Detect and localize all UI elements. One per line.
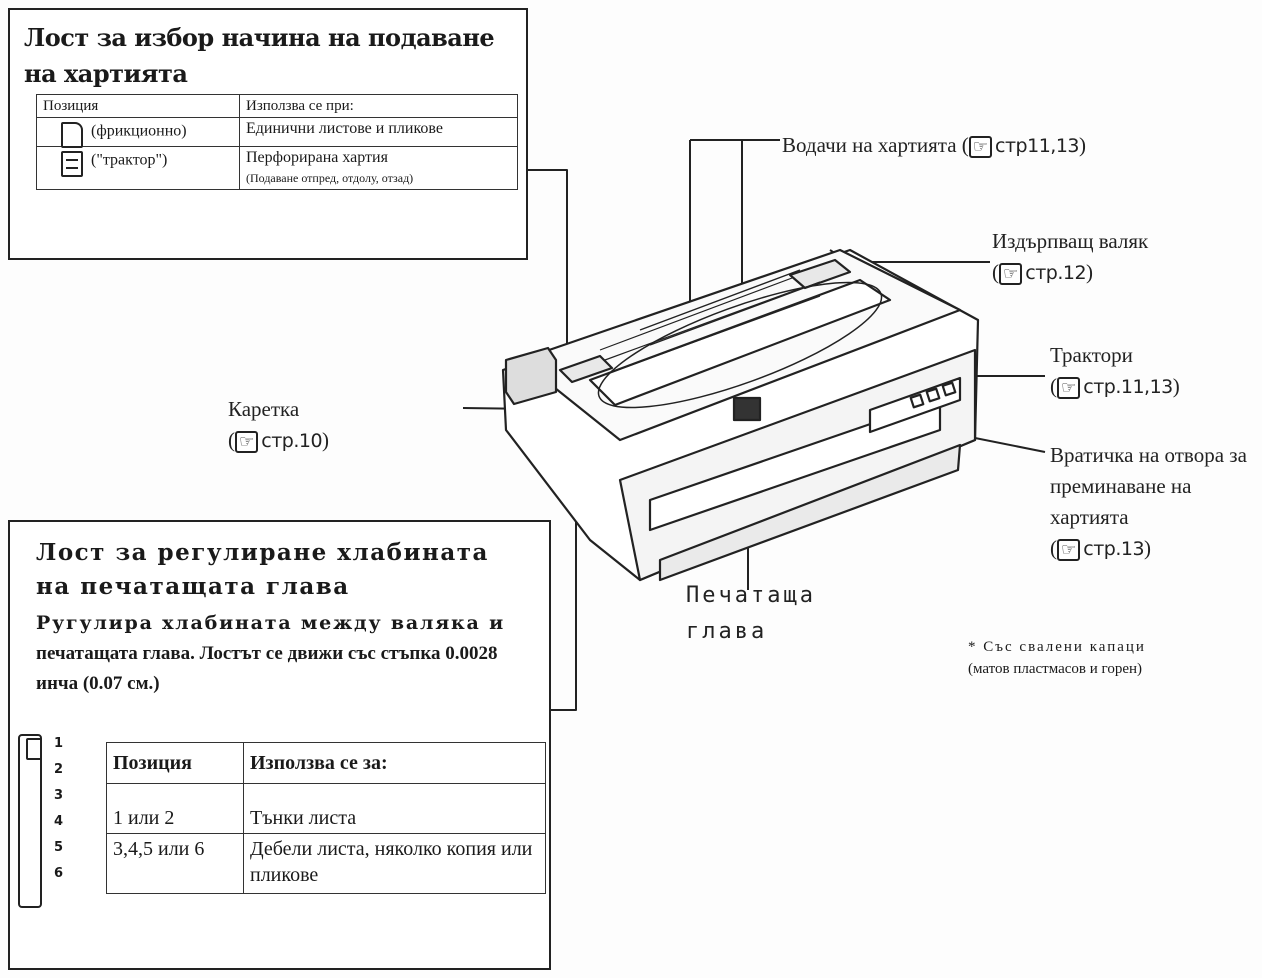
callout-text: Трактори xyxy=(1050,343,1133,367)
feed-table-header-usage: Използва се при: xyxy=(239,94,518,118)
gap-row-usage: Дебели листа, няколко копия или пликове xyxy=(243,833,546,894)
table-row: (фрикционно) Единични листове и пликове xyxy=(36,117,518,148)
scale-number: 2 xyxy=(54,762,64,777)
feed-table-header-position: Позиция xyxy=(36,94,240,118)
feed-lever-title: Лост за избор начина на подаване на харт… xyxy=(24,23,495,88)
printer-body xyxy=(501,248,980,582)
pointing-hand-icon: ☞ xyxy=(235,431,259,453)
gap-lever-table: Позиция Използва се за: 1 или 2 Тънки ли… xyxy=(106,742,546,894)
gap-desc-line1: Ругулира хлабината между валяка и xyxy=(36,612,505,634)
feed-lever-box: Лост за избор начина на подаване на харт… xyxy=(8,8,528,260)
printhead-label: Печатаща глава xyxy=(686,583,816,644)
gap-desc-rest: печатащата глава. Лостът се движи със ст… xyxy=(36,643,498,694)
footnote-line1: Със свалени капаци xyxy=(983,639,1146,655)
footnote-line2: (матов пластмасов и горен) xyxy=(968,661,1143,677)
page-ref: стр.11,13 xyxy=(1083,376,1173,398)
tractor-icon xyxy=(61,151,83,177)
callout-text: Водачи на хартията xyxy=(782,133,957,157)
gap-lever-description: Ругулира хлабината между валяка и печата… xyxy=(36,608,533,699)
feed-row-position: ("трактор") xyxy=(91,151,168,169)
pointing-hand-icon: ☞ xyxy=(1057,377,1081,399)
pull-roller-label: Издърпващ валяк(☞стр.12) xyxy=(992,229,1149,285)
gap-row-usage: Тънки листа xyxy=(243,783,546,834)
scale-number: 3 xyxy=(54,788,64,803)
page-ref: стр.12 xyxy=(1025,262,1087,284)
gap-row-position: 1 или 2 xyxy=(106,783,244,834)
friction-icon xyxy=(61,122,83,148)
feed-lever-table: Позиция Използва се при: (фрикционно) Ед… xyxy=(36,94,518,190)
callout-text: Издърпващ валяк xyxy=(992,229,1149,253)
footnote: * Със свалени капаци (матов пластмасов и… xyxy=(968,639,1146,677)
gap-table-header-usage: Използва се за: xyxy=(243,742,546,784)
feed-row-note: (Подаване отпред, отдолу, отзад) xyxy=(246,171,414,185)
scale-number: 6 xyxy=(54,866,64,881)
pointing-hand-icon: ☞ xyxy=(1057,539,1081,561)
pointing-hand-icon: ☞ xyxy=(999,263,1023,285)
cover-label: Вратичка на отвора за преминаване на хар… xyxy=(1050,443,1247,561)
feed-row-position: (фрикционно) xyxy=(91,122,187,140)
page-ref: стр.13 xyxy=(1083,538,1145,560)
feed-row-usage: Перфорирана хартия xyxy=(246,149,388,166)
page-ref: стр11,13 xyxy=(995,135,1079,157)
table-row: 1 или 2 Тънки листа xyxy=(106,783,546,834)
scale-number: 4 xyxy=(54,814,64,829)
scale-number: 5 xyxy=(54,840,64,855)
gap-lever-scale-icon xyxy=(18,734,42,908)
page-ref: стр.10 xyxy=(261,430,323,452)
gap-row-position: 3,4,5 или 6 xyxy=(106,833,244,894)
gap-table-header-position: Позиция xyxy=(106,742,244,784)
callout-text: Каретка xyxy=(228,397,300,421)
pointing-hand-icon: ☞ xyxy=(968,136,993,158)
feed-row-usage: Единични листове и пликове xyxy=(239,117,518,147)
gap-lever-box: Лост за регулиране хлабината на печатаща… xyxy=(8,520,551,970)
table-row: ("трактор") Перфорирана хартия (Подаване … xyxy=(36,146,518,190)
tractors-label: Трактори(☞стр.11,13) xyxy=(1050,343,1180,399)
table-row: 3,4,5 или 6 Дебели листа, няколко копия … xyxy=(106,833,546,894)
carriage-label: Каретка(☞стр.10) xyxy=(228,397,330,453)
paper-guides-label: Водачи на хартията (☞стр11,13) xyxy=(782,133,1086,158)
scale-number: 1 xyxy=(54,736,64,751)
gap-lever-title: Лост за регулиране хлабината на печатаща… xyxy=(36,539,489,600)
callout-text: Вратичка на отвора за преминаване на хар… xyxy=(1050,443,1247,529)
